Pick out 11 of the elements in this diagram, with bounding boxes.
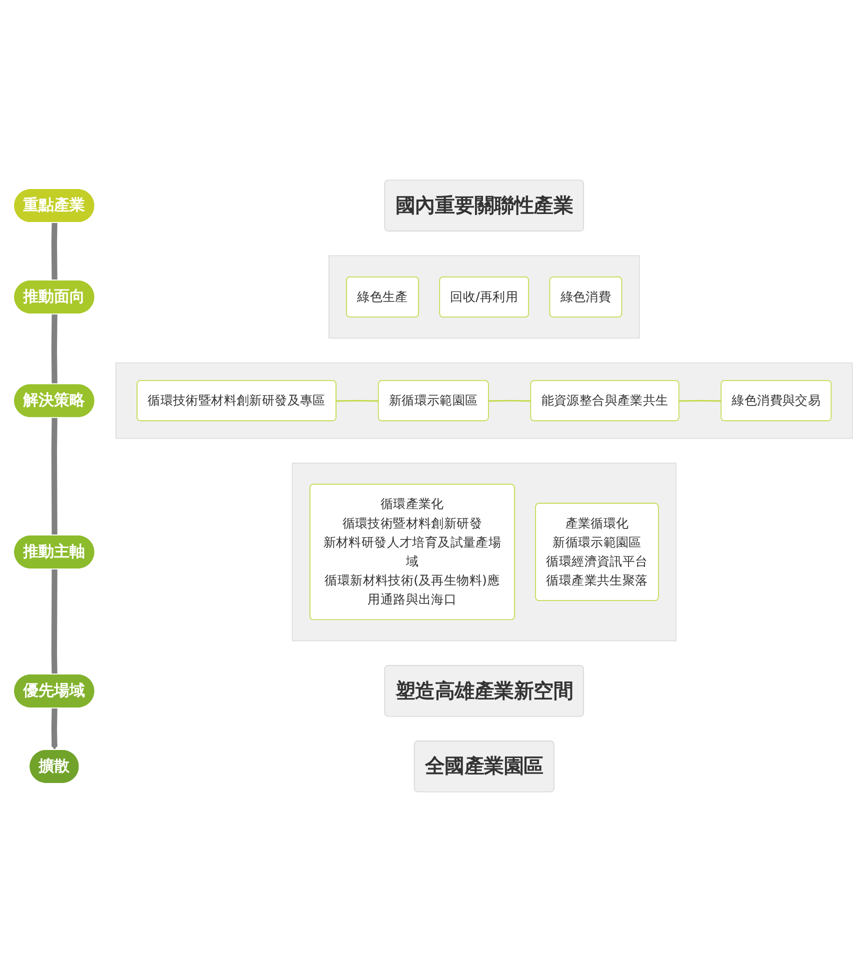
arrow bbox=[51, 708, 58, 750]
connector bbox=[51, 314, 58, 384]
connector bbox=[679, 400, 722, 402]
cluster bbox=[292, 462, 676, 642]
connector bbox=[488, 400, 532, 402]
connector bbox=[336, 400, 379, 402]
connector bbox=[51, 569, 58, 674]
cluster bbox=[328, 255, 640, 339]
connector bbox=[51, 222, 58, 280]
connector bbox=[51, 418, 58, 536]
cluster bbox=[116, 362, 853, 439]
